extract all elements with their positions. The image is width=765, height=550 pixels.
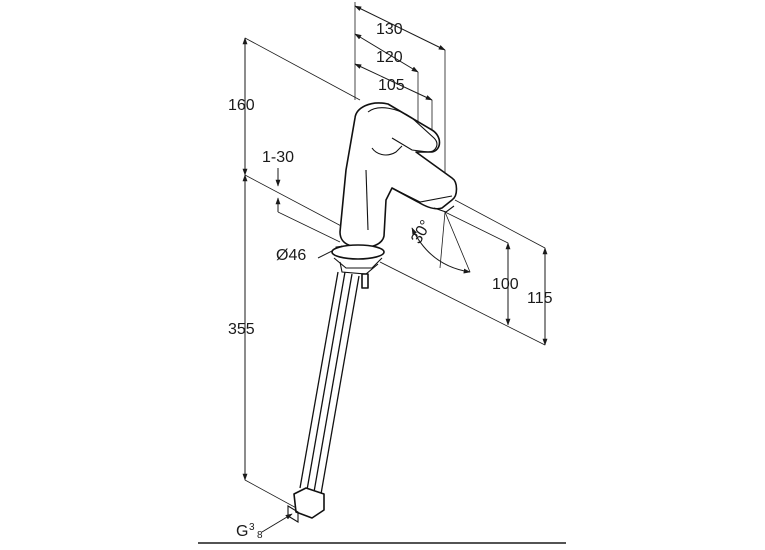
lever-outline	[367, 107, 438, 153]
ext-line-bottom-355	[244, 479, 301, 511]
aerator	[433, 205, 455, 213]
ext-line-spout-tip	[444, 211, 509, 244]
angle-ray-slanted	[444, 211, 471, 273]
thread-leader	[261, 513, 293, 533]
faucet-body	[331, 102, 458, 289]
ext-line-1-30	[277, 211, 341, 243]
dim-label-1-30: 1-30	[262, 149, 294, 166]
dim-line-130	[354, 5, 446, 51]
mounting-stud	[361, 273, 369, 289]
thread-dimension: G 3 8	[236, 513, 293, 541]
dim-label-105: 105	[378, 77, 405, 94]
mounting-nut	[339, 261, 379, 275]
hose-right-b	[320, 275, 360, 495]
thread-label-den: 8	[257, 530, 263, 541]
hose-right-a	[313, 273, 353, 493]
thread-label-num: 3	[249, 522, 255, 533]
ext-line-top-160	[244, 37, 361, 101]
hose-fitting	[287, 505, 299, 523]
hose-connector	[293, 487, 325, 519]
left-dimensions: 160 1-30 355	[228, 37, 361, 511]
dim-label-160: 160	[228, 97, 255, 114]
dim-line-105	[354, 63, 433, 101]
lever-base	[371, 145, 403, 156]
ext-line-floor	[379, 261, 546, 346]
right-dimensions: 100 115 30°	[379, 199, 553, 346]
hose-left-a	[299, 271, 339, 489]
dim-label-30deg: 30°	[408, 217, 435, 246]
dim-label-115: 115	[527, 290, 553, 307]
diameter-dimension: Ø46	[276, 245, 343, 264]
top-dimensions: 130 120 105	[354, 2, 446, 190]
dim-label-120: 120	[376, 49, 403, 66]
dim-label-100: 100	[492, 276, 519, 293]
faucet-outline	[339, 102, 458, 249]
angle-ray-vertical	[439, 211, 446, 269]
ext-line-base	[244, 174, 346, 229]
spout-underline	[391, 187, 453, 203]
dim-label-46: Ø46	[276, 247, 306, 264]
angle-arc	[411, 227, 471, 274]
dim-label-130: 130	[376, 21, 403, 38]
dim-label-355: 355	[228, 321, 255, 338]
thread-label-g: G	[236, 523, 248, 540]
base-ring	[331, 244, 385, 260]
hose-left-b	[306, 271, 346, 491]
body-highlight	[365, 169, 369, 231]
ext-line-spout-top	[454, 199, 546, 249]
supply-hoses	[287, 271, 360, 523]
